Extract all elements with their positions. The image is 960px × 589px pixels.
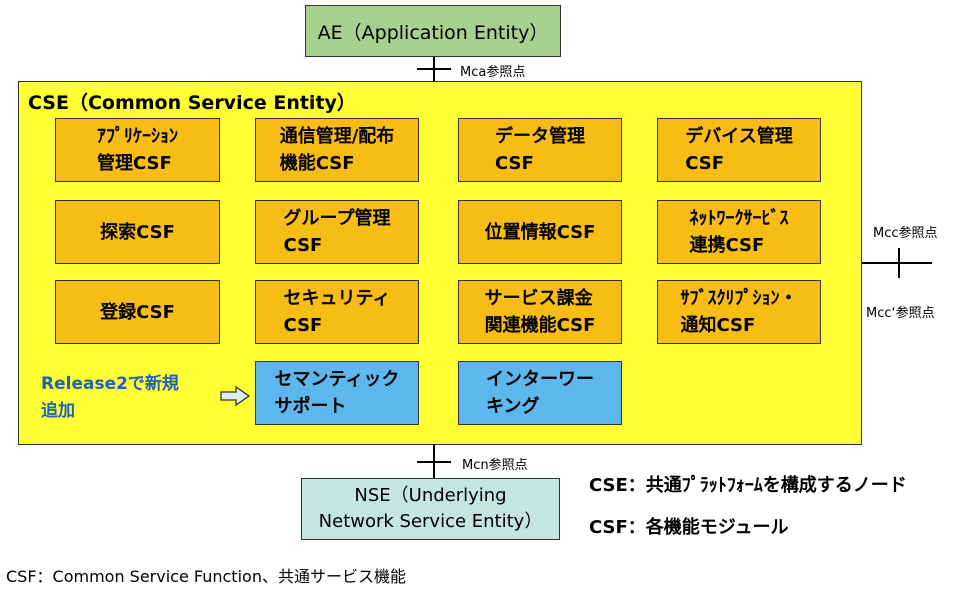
csf-device-management: デバイス管理 CSF — [657, 118, 821, 182]
csf-group-management: グループ管理 CSF — [255, 200, 419, 264]
ae-box: AE（Application Entity） — [305, 5, 561, 57]
cse-title: CSE（Common Service Entity） — [28, 92, 356, 114]
legend-cse: CSE：共通ﾌﾟﾗｯﾄﾌｫｰﾑを構成するノード — [589, 475, 907, 496]
csf-location: 位置情報CSF — [458, 200, 622, 264]
nse-box: NSE（Underlying Network Service Entity） — [301, 478, 560, 540]
legend-csf: CSF：各機能モジュール — [589, 517, 789, 538]
mcc-reference-label: Mcc参照点 — [873, 226, 938, 241]
csf-registration: 登録CSF — [55, 280, 220, 344]
mcc-connector-line — [862, 262, 932, 264]
csf-data-management: データ管理 CSF — [458, 118, 622, 182]
mcn-reference-tick — [417, 461, 451, 463]
csf-communication-delivery: 通信管理/配布 機能CSF — [255, 118, 419, 182]
csf-semantics-support: セマンティック サポート — [255, 361, 419, 425]
mcn-reference-label: Mcn参照点 — [462, 458, 528, 473]
mca-reference-label: Mca参照点 — [460, 65, 526, 80]
csf-security: セキュリティ CSF — [255, 280, 419, 344]
csf-interworking: インターワー キング — [458, 361, 622, 425]
release2-label: Release2で新規 追加 — [41, 374, 179, 421]
mcc-prime-reference-label: Mcc‘参照点 — [866, 306, 935, 321]
mcc-reference-tick — [898, 248, 900, 278]
csf-application-management: ｱﾌﾟﾘｹｰｼｮﾝ 管理CSF — [55, 118, 220, 182]
footer-note: CSF：Common Service Function、共通サービス機能 — [6, 567, 406, 586]
csf-discovery: 探索CSF — [55, 200, 220, 264]
right-arrow-icon — [220, 386, 250, 406]
csf-subscription-notification: ｻﾌﾞｽｸﾘﾌﾟｼｮﾝ・ 通知CSF — [657, 280, 821, 344]
mca-reference-tick — [417, 68, 451, 70]
csf-network-service-exposure: ﾈｯﾄﾜｰｸｻｰﾋﾞｽ 連携CSF — [657, 200, 821, 264]
csf-service-charging: サービス課金 関連機能CSF — [458, 280, 622, 344]
